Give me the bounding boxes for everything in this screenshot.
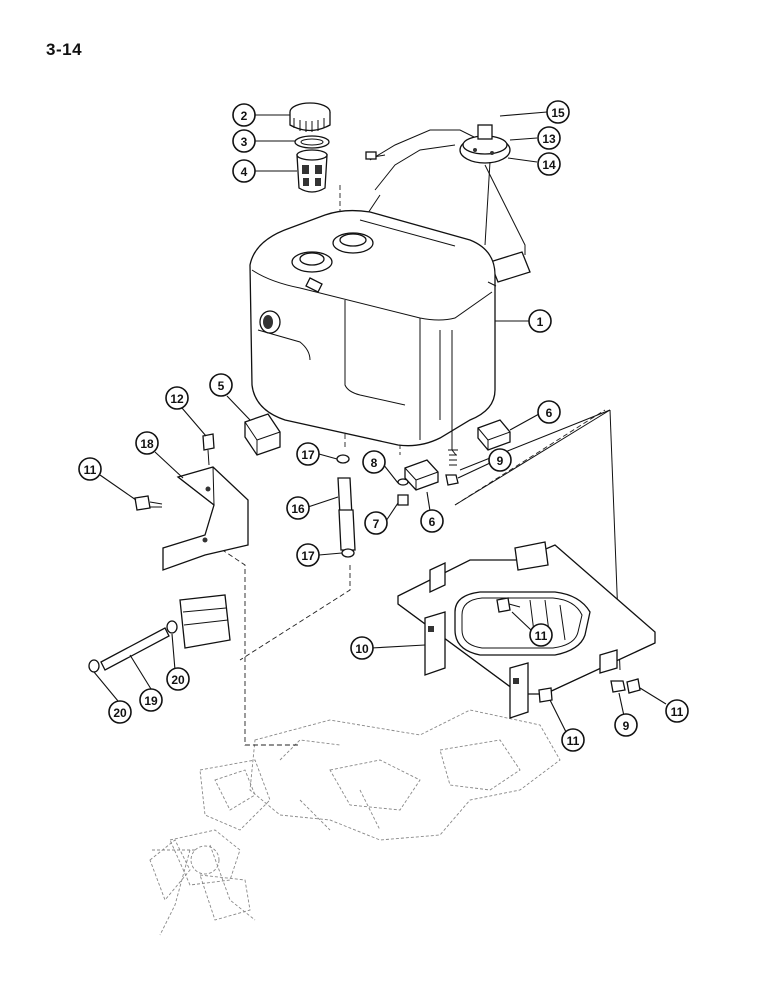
leader-lines — [93, 111, 667, 733]
hose-16-lower — [338, 509, 356, 551]
mounting-bracket — [134, 433, 249, 571]
svg-text:4: 4 — [241, 165, 248, 179]
callout-10: 10 — [350, 636, 374, 660]
pad-5 — [244, 413, 281, 456]
clamp-20-left — [88, 659, 100, 673]
callout-5: 5 — [209, 373, 233, 397]
callout-15: 15 — [546, 100, 570, 124]
bolt-12-head — [202, 433, 215, 451]
svg-text:20: 20 — [113, 706, 127, 720]
svg-text:16: 16 — [291, 502, 305, 516]
callout-17-upper: 17 — [296, 442, 320, 466]
clamp-17-upper — [336, 454, 350, 464]
svg-text:5: 5 — [218, 379, 225, 393]
svg-text:9: 9 — [497, 454, 504, 468]
nut-9-upper — [445, 474, 459, 486]
washer-8 — [397, 478, 409, 486]
svg-text:19: 19 — [144, 694, 158, 708]
svg-text:9: 9 — [623, 719, 630, 733]
svg-text:6: 6 — [546, 406, 553, 420]
callout-3: 3 — [232, 129, 256, 153]
callout-6-lower: 6 — [420, 509, 444, 533]
bracket-18 — [162, 466, 249, 571]
svg-text:11: 11 — [84, 463, 97, 477]
float — [489, 251, 531, 283]
callout-16: 16 — [286, 496, 310, 520]
callout-12: 12 — [165, 386, 189, 410]
svg-text:11: 11 — [671, 705, 684, 719]
nut-9-lower — [610, 680, 626, 693]
svg-text:1: 1 — [537, 315, 544, 329]
page-number: 3-14 — [46, 40, 83, 59]
callout-17-lower: 17 — [296, 543, 320, 567]
callout-8: 8 — [362, 450, 386, 474]
svg-text:15: 15 — [551, 106, 565, 120]
svg-text:2: 2 — [241, 109, 248, 123]
callout-2: 2 — [232, 103, 256, 127]
svg-text:7: 7 — [373, 517, 380, 531]
filler-cap-parts — [289, 102, 331, 193]
svg-text:17: 17 — [301, 549, 315, 563]
callout-7: 7 — [364, 511, 388, 535]
callout-6-upper: 6 — [537, 400, 561, 424]
callout-11-left: 11 — [78, 457, 102, 481]
callout-11-bottom: 11 — [561, 728, 585, 752]
callout-9-upper: 9 — [488, 448, 512, 472]
svg-text:3: 3 — [241, 135, 248, 149]
tractor-frame-ghost — [149, 709, 561, 936]
svg-text:12: 12 — [170, 392, 184, 406]
callout-19: 19 — [139, 688, 163, 712]
bolt-7 — [397, 494, 409, 506]
callout-18: 18 — [135, 431, 159, 455]
svg-text:6: 6 — [429, 515, 436, 529]
svg-text:8: 8 — [371, 456, 378, 470]
callout-9-lower: 9 — [614, 713, 638, 737]
callout-1: 1 — [528, 309, 552, 333]
bolt-11-left-head — [134, 495, 151, 511]
svg-text:17: 17 — [301, 448, 315, 462]
callout-20-left: 20 — [108, 700, 132, 724]
small-hardware — [397, 474, 626, 693]
callout-11-frame: 11 — [529, 623, 553, 647]
tank-support-frame — [397, 541, 656, 719]
svg-text:20: 20 — [171, 673, 185, 687]
callout-13: 13 — [537, 126, 561, 150]
svg-text:11: 11 — [567, 734, 580, 748]
callout-11-right: 11 — [665, 699, 689, 723]
callout-20-right: 20 — [166, 667, 190, 691]
sender-terminal — [477, 124, 493, 140]
frame-plate-right — [509, 662, 529, 719]
bolt-11-bottom — [538, 687, 553, 703]
clamp-20-right — [166, 620, 178, 634]
svg-text:11: 11 — [535, 629, 548, 643]
hose-19 — [100, 627, 170, 671]
pads — [244, 413, 511, 491]
hose-connector — [88, 594, 231, 673]
clamp-17-lower — [341, 548, 355, 558]
svg-text:18: 18 — [140, 437, 154, 451]
pad-6-lower — [404, 459, 439, 491]
gasket — [294, 135, 330, 149]
svg-text:14: 14 — [542, 158, 556, 172]
callout-14: 14 — [537, 152, 561, 176]
bolt-11-right — [626, 678, 641, 694]
hose-and-clamps — [336, 454, 356, 558]
svg-text:10: 10 — [355, 642, 369, 656]
pad-6-upper — [477, 419, 511, 451]
callout-4: 4 — [232, 159, 256, 183]
fuel-tank — [249, 209, 497, 466]
frame-plate-left — [424, 611, 446, 676]
svg-text:13: 13 — [542, 132, 556, 146]
bolt-11-frame — [496, 597, 511, 613]
